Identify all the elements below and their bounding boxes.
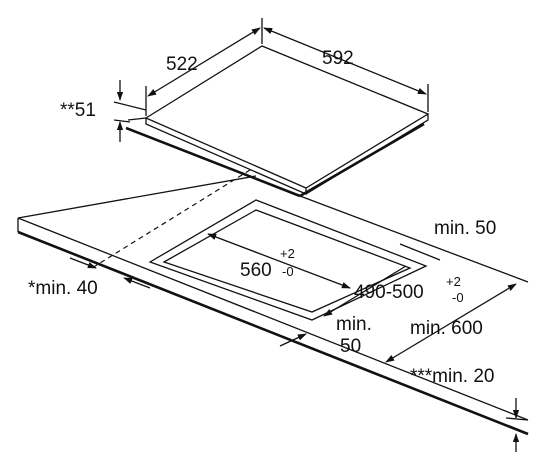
label-cutout-depth: 490-500 bbox=[354, 282, 424, 303]
labels: 522 592 **51 560 +2 -0 490-500 +2 -0 min… bbox=[28, 48, 496, 387]
worktop-front-bottom-edge bbox=[17, 230, 529, 436]
dim-line-592 bbox=[263, 27, 427, 95]
label-min-40-front: *min. 40 bbox=[28, 278, 98, 299]
label-min-600: min. 600 bbox=[410, 318, 483, 339]
dim-line-min40-left bbox=[69, 257, 97, 269]
cutout-dimensions bbox=[69, 233, 529, 452]
dim-line-490-500 bbox=[323, 265, 407, 317]
dim-line-min50-back bbox=[399, 243, 441, 261]
label-min-50-back: min. 50 bbox=[434, 218, 496, 239]
dim-line-522 bbox=[147, 27, 261, 97]
label-min-50-side-b: 50 bbox=[340, 336, 361, 357]
hob-bottom-left bbox=[125, 126, 301, 198]
hob bbox=[125, 45, 430, 198]
dim-line-min50-front bbox=[279, 333, 307, 347]
cutout-dashed-guide bbox=[91, 169, 251, 269]
cutout-inner bbox=[162, 209, 412, 313]
label-min-20: ***min. 20 bbox=[410, 366, 495, 387]
label-hob-width: 592 bbox=[322, 48, 354, 69]
dim-line-min600 bbox=[385, 283, 517, 363]
label-cutout-width-tol-plus: +2 bbox=[280, 246, 295, 261]
ext-line-51-top bbox=[113, 101, 147, 111]
cutout-outer bbox=[148, 199, 428, 321]
ext-line-min20 bbox=[505, 417, 529, 421]
dim-line-min40-right bbox=[123, 277, 151, 289]
hob-dimensions bbox=[113, 18, 429, 142]
worktop bbox=[17, 175, 529, 436]
hob-base-line bbox=[127, 117, 147, 121]
cutout bbox=[91, 169, 428, 321]
label-hob-height: **51 bbox=[60, 100, 96, 121]
ext-line-51-bottom bbox=[113, 119, 131, 123]
worktop-back-edge bbox=[299, 195, 529, 283]
label-cutout-depth-tol-minus: -0 bbox=[452, 290, 464, 305]
label-min-50-side-a: min. bbox=[336, 314, 372, 335]
label-cutout-width-tol-minus: -0 bbox=[282, 264, 294, 279]
hob-bottom-right bbox=[299, 122, 425, 198]
label-hob-depth: 522 bbox=[166, 54, 198, 75]
dim-line-560 bbox=[207, 233, 351, 289]
label-cutout-depth-tol-plus: +2 bbox=[446, 274, 461, 289]
hob-front-edge bbox=[145, 118, 307, 195]
worktop-front-top-edge bbox=[17, 217, 529, 421]
worktop-left-edge bbox=[17, 175, 257, 219]
label-cutout-width: 560 bbox=[240, 260, 272, 281]
